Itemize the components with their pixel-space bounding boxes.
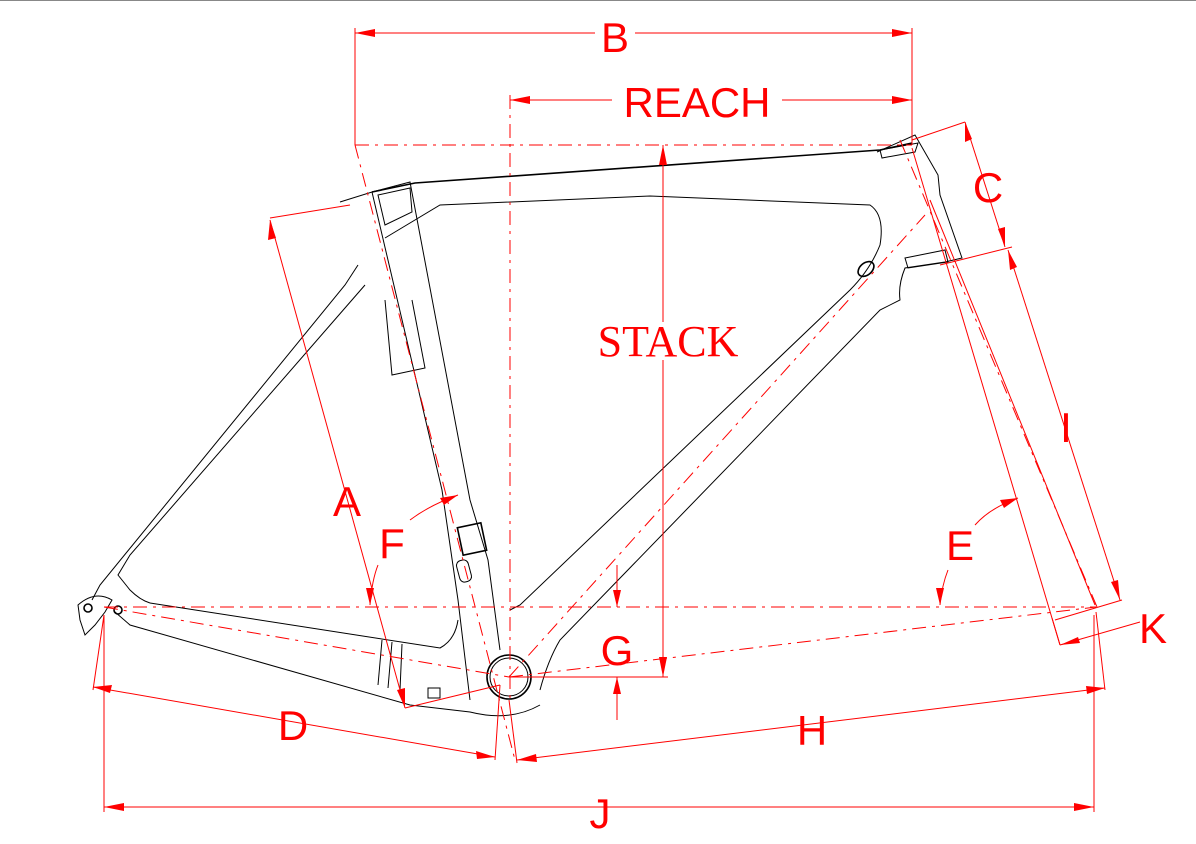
bottle-mount [456,521,488,557]
seat-stay-inner [117,284,366,604]
head-tube-down-tube-outer [539,134,963,691]
dimension-labels: B REACH STACK C I E A F G K D H J [278,12,1167,837]
label-d: D [278,702,308,749]
label-reach: REACH [623,79,770,126]
rear-dropout [77,595,113,636]
seat-tube-front [339,191,471,701]
label-h: H [797,707,827,754]
bike-frame [77,134,963,717]
label-e: E [946,522,974,569]
top-tube-down-tube-inner [384,195,882,611]
dropout-bolt [113,605,123,615]
label-j: J [590,790,611,837]
cable-guide [427,687,441,699]
label-g: G [601,627,634,674]
chainstay-bridge [377,639,403,691]
headset-lower [904,249,949,269]
chain-stay-upper [149,602,459,649]
seat-tube-rear [371,181,501,651]
label-f: F [379,520,405,567]
label-i: I [1060,404,1072,451]
seat-clamp [377,187,413,226]
label-k: K [1139,605,1167,652]
cable-exit [455,559,473,583]
headset-upper [879,142,919,159]
dimension-lines [92,28,1141,812]
seatpost-insert [384,299,426,376]
label-b: B [601,14,629,61]
seat-stay-outer [91,264,359,601]
label-stack: STACK [598,317,739,366]
label-a: A [333,478,361,525]
label-c: C [973,164,1003,211]
dropout-bolt [83,603,93,613]
top-tube-upper-edge [371,142,913,193]
cable-port [857,260,875,278]
chain-stay-lower [114,611,541,717]
